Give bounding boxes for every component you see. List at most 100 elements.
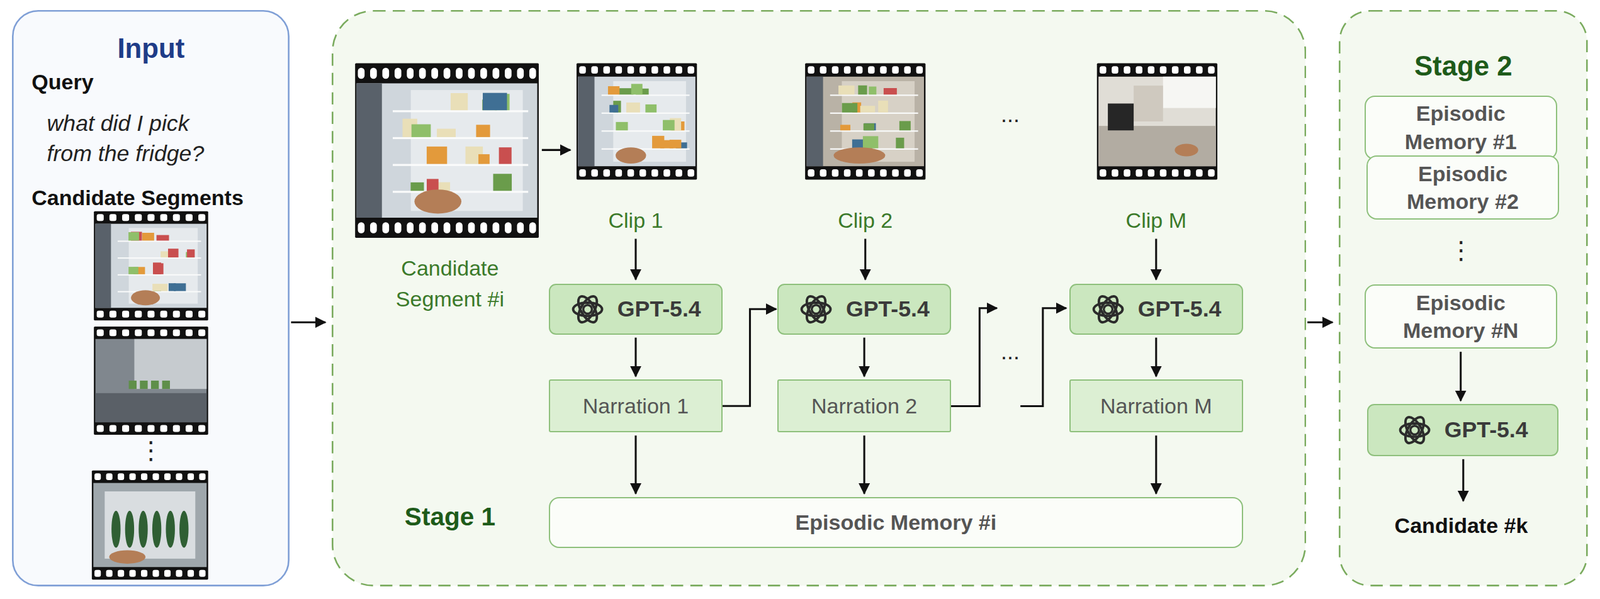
sprocket-hole [175, 473, 182, 481]
sprocket-hole [134, 310, 142, 318]
sprocket-hole [382, 222, 389, 234]
output-label: Candidate #k [1358, 512, 1563, 540]
film-frame [91, 470, 209, 581]
sprocket-hole [1160, 66, 1167, 74]
sprocket-hole [134, 329, 142, 337]
sprocket-hole [419, 222, 427, 234]
sprocket-hole [1171, 169, 1179, 177]
clip-label: Clip M [1095, 207, 1218, 235]
narration-carry-arrow [951, 308, 998, 407]
sprocket-hole [419, 67, 427, 80]
sprocket-hole [675, 169, 683, 177]
sprocket-hole [807, 66, 815, 74]
segment-to-clip-arrow [541, 149, 571, 152]
photo-background [356, 83, 538, 218]
food-item [883, 88, 897, 95]
food-item [450, 93, 468, 111]
sprocket-hole [117, 570, 124, 578]
food-item [426, 178, 439, 191]
fridge-door-edge [356, 83, 383, 218]
sprocket-hole [109, 329, 117, 337]
connector-arrow [1154, 338, 1157, 378]
sprocket-hole [627, 169, 635, 177]
counter [1098, 125, 1216, 167]
sprocket-hole [651, 66, 659, 74]
food-item [482, 93, 507, 111]
sprocket-hole [492, 222, 500, 234]
logo-petal [1401, 414, 1428, 446]
sprocket-hole [1160, 169, 1167, 177]
sprocket-hole [832, 66, 840, 74]
sprocket-hole [687, 169, 695, 177]
sprocket-hole [140, 473, 148, 481]
fridge-door-edge [806, 76, 824, 167]
sprocket-hole [1183, 66, 1191, 74]
openai-logo [1397, 412, 1432, 448]
sprocket-hole [394, 222, 402, 234]
sprocket-hole [591, 169, 598, 177]
connector-arrow [634, 435, 637, 494]
sprocket-hole [615, 66, 623, 74]
sprocket-hole [173, 214, 181, 221]
film-frame [93, 211, 209, 322]
food-item [411, 124, 432, 138]
sprocket-hole [832, 169, 840, 177]
vertical-ellipsis: ⋮ [130, 435, 172, 467]
sprocket-hole [147, 310, 155, 318]
photo-background [806, 76, 924, 167]
sprocket-hole [663, 66, 671, 74]
sprocket-hole [891, 169, 899, 177]
food-item [662, 120, 675, 131]
sprocket-hole [856, 169, 863, 177]
hand [130, 290, 160, 306]
food-item [878, 100, 889, 113]
food-item [645, 104, 657, 113]
food-item [139, 380, 148, 389]
panel-border [1339, 11, 1587, 586]
sprocket-hole [129, 570, 136, 578]
sprocket-hole [147, 425, 155, 433]
food-item [475, 124, 490, 138]
sprocket-hole [109, 310, 117, 318]
sprocket-hole [627, 66, 635, 74]
panel-outline [11, 10, 290, 587]
sprocket-hole [164, 570, 171, 578]
sprocket-hole [382, 67, 389, 80]
ellipsis: ... [995, 338, 1026, 367]
fridge-door-edge [95, 224, 112, 309]
sprocket-hole [1148, 66, 1155, 74]
food-item [128, 266, 139, 275]
stage-title: Stage 1 [388, 501, 512, 534]
film-strip [576, 63, 697, 181]
sprocket-hole [468, 222, 476, 234]
narration-text: Narration M [1100, 392, 1213, 420]
food-item [868, 86, 877, 96]
sprocket-hole [1135, 169, 1143, 177]
logo-petal [1095, 293, 1122, 325]
input-title: Input [11, 31, 290, 67]
sprocket-hole [406, 67, 414, 80]
food-item [129, 380, 137, 389]
sprocket-hole [1135, 66, 1143, 74]
sprocket-hole [468, 67, 476, 80]
sprocket-hole [185, 425, 193, 433]
connector-arrow [1154, 435, 1157, 494]
sprocket-hole [1123, 66, 1131, 74]
photo-background [577, 76, 695, 167]
sprocket-hole [198, 425, 206, 433]
clip-label: Clip 2 [803, 207, 927, 235]
film-frame [93, 326, 209, 435]
model-name: GPT-5.4 [617, 295, 702, 324]
sprocket-hole [96, 425, 104, 433]
logo-petal [803, 293, 829, 325]
sprocket-hole [96, 329, 104, 337]
sprocket-hole [1111, 169, 1119, 177]
sprocket-hole [903, 169, 911, 177]
sprocket-hole [516, 67, 524, 80]
sprocket-hole [455, 222, 463, 234]
sprocket-hole [406, 222, 414, 234]
fridge-shelf [392, 110, 529, 113]
clip-to-gpt-arrow [1154, 239, 1157, 281]
connector-arrow [863, 338, 866, 378]
sprocket-hole [504, 222, 512, 234]
